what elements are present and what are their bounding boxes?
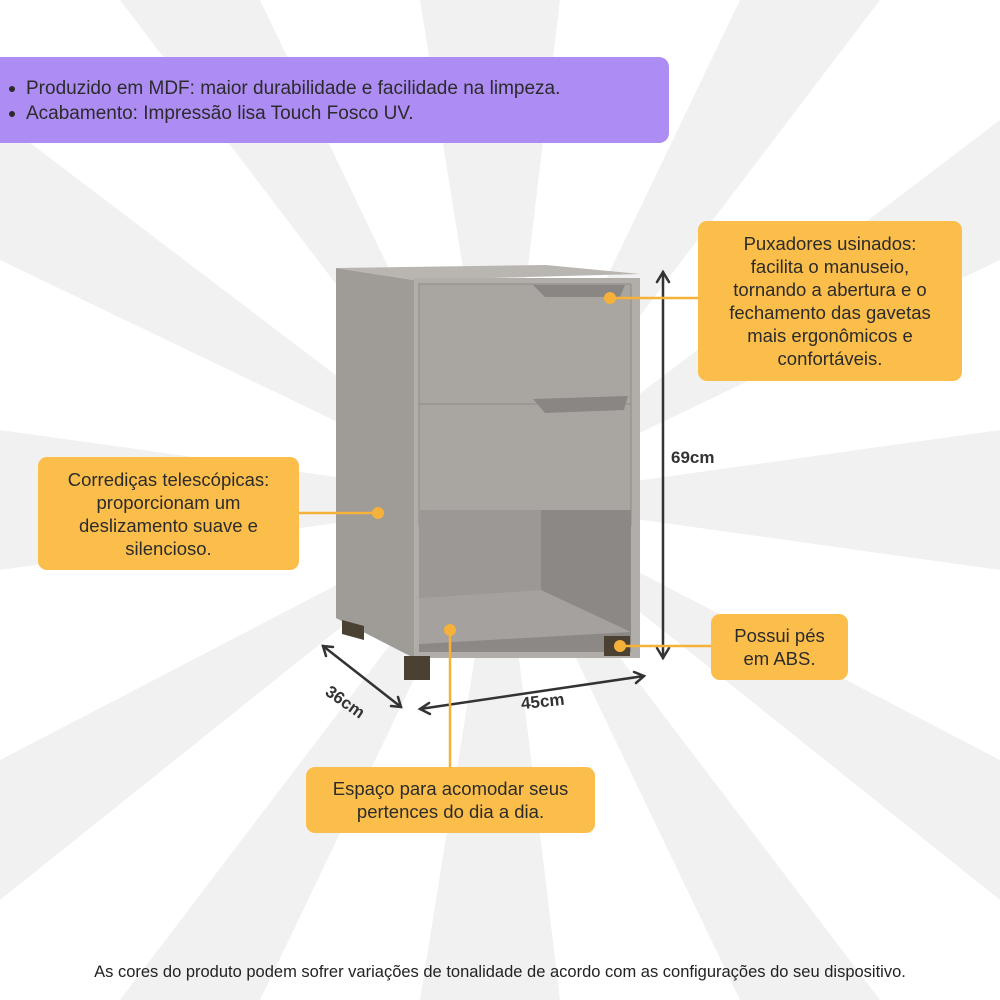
callout-puxadores-line: facilita o manuseio, (750, 256, 910, 277)
depth-arrow (321, 644, 403, 709)
drawer-top (418, 283, 632, 406)
cabinet-side-panel (336, 268, 414, 658)
callout-corredicas-line: Corrediças telescópicas: (67, 468, 270, 490)
callout-puxadores-line: fechamento das gavetas (729, 302, 931, 323)
height-dimension-label: 69cm (671, 448, 715, 467)
callout-pes-line: Possui pés (734, 625, 825, 646)
foot-front-left (404, 656, 430, 680)
foot-back-left (342, 620, 364, 640)
callout-corredicas: Corrediças telescópicas: proporcionam um… (38, 457, 299, 570)
features-banner: Produzido em MDF: maior durabilidade e f… (0, 57, 669, 143)
callout-puxadores-line: tornando a abertura e o (733, 279, 927, 300)
callout-espaco-line: pertences do dia a dia. (356, 801, 545, 822)
drawer-middle (418, 403, 632, 526)
feature-mdf: Produzido em MDF: maior durabilidade e f… (8, 76, 669, 101)
cabinet-top (336, 265, 640, 280)
callout-pes-line: em ABS. (743, 648, 816, 669)
callout-corredicas-line: deslizamento suave e (79, 514, 258, 536)
color-disclaimer: As cores do produto podem sofrer variaçõ… (94, 963, 906, 981)
callout-puxadores-line: confortáveis. (777, 348, 883, 369)
open-niche-back (419, 510, 541, 598)
callout-corredicas-line: silencioso. (125, 537, 212, 559)
callout-espaco-line: Espaço para acomodar seus (332, 778, 569, 799)
width-arrow (418, 674, 646, 711)
callout-puxadores-line: Puxadores usinados: (743, 233, 917, 254)
dot-corredicas (372, 507, 384, 519)
dot-espaco (444, 624, 456, 636)
dot-pes (614, 640, 626, 652)
callout-puxadores: Puxadores usinados: facilita o manuseio,… (698, 221, 962, 381)
dot-puxadores (604, 292, 616, 304)
callout-pes: Possui pés em ABS. (711, 614, 848, 680)
drawer-top-handle (533, 285, 625, 297)
drawer-middle-handle (533, 396, 628, 413)
feature-acabamento: Acabamento: Impressão lisa Touch Fosco U… (8, 101, 669, 126)
callout-puxadores-line: mais ergonômicos e (747, 325, 913, 346)
callout-corredicas-line: proporcionam um (96, 491, 241, 513)
callout-espaco: Espaço para acomodar seus pertences do d… (306, 767, 595, 833)
open-niche-floor (419, 590, 631, 644)
